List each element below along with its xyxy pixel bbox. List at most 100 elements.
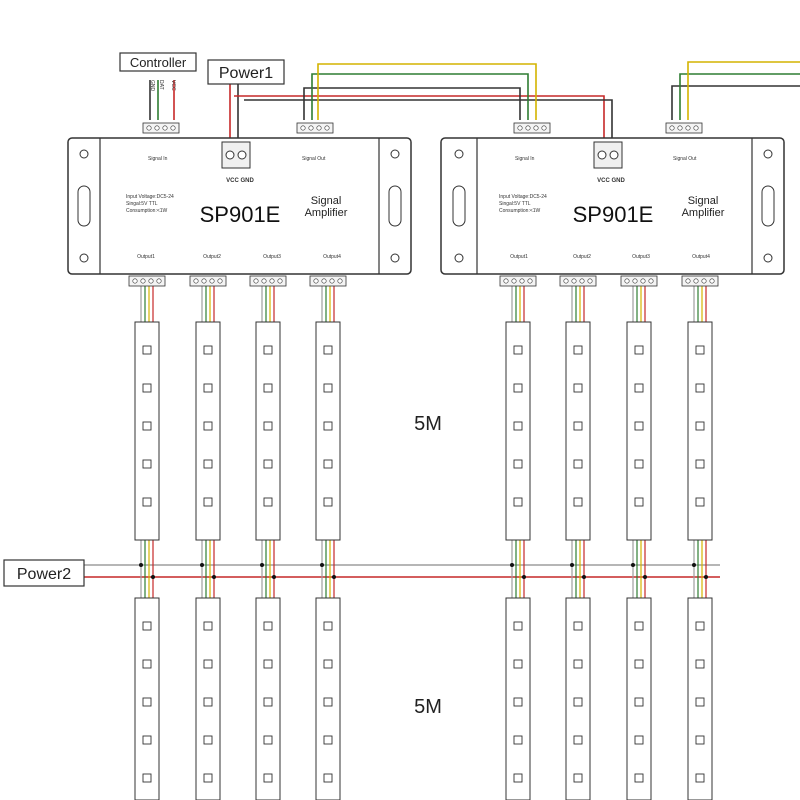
mount-slot <box>388 185 402 227</box>
output-4-label: Output4 <box>692 254 710 260</box>
connector-screw <box>640 278 646 284</box>
connector-screw <box>324 125 330 131</box>
led-chip <box>263 345 273 355</box>
led-chip <box>634 659 644 669</box>
connector-screw <box>677 125 683 131</box>
connector-screw <box>148 278 154 284</box>
spec-line-1: Input Voltage:DC5-24 <box>126 194 174 200</box>
led-chip <box>573 345 583 355</box>
connector-screw <box>146 125 152 131</box>
output-connector <box>620 275 658 287</box>
spec-line-2: Singal:5V TTL <box>126 201 158 207</box>
connector-screw <box>669 125 675 131</box>
junction-dot <box>260 563 264 567</box>
strip-body <box>505 321 531 541</box>
connector-screw <box>132 278 138 284</box>
connector-screw <box>329 278 335 284</box>
connector-screw <box>156 278 162 284</box>
led-strip <box>255 321 281 541</box>
junction-dot <box>320 563 324 567</box>
connector-screw <box>685 278 691 284</box>
led-chip <box>142 383 152 393</box>
connector-screw <box>154 125 160 131</box>
signal-in-label: Signal In <box>148 156 168 162</box>
controller-pin-dat: DAT <box>158 80 164 90</box>
connector-screw <box>321 278 327 284</box>
connector-screw <box>269 278 275 284</box>
led-chip <box>142 773 152 783</box>
led-chip <box>513 459 523 469</box>
strip-body <box>134 321 160 541</box>
led-chip <box>323 621 333 631</box>
led-chip <box>695 697 705 707</box>
model-label: SP901E <box>573 202 654 227</box>
signal-in-connector <box>513 122 551 134</box>
led-chip <box>695 621 705 631</box>
wire-out-aux <box>687 61 800 120</box>
led-strip <box>626 321 652 541</box>
output-connector <box>681 275 719 287</box>
led-chip <box>573 383 583 393</box>
led-chip <box>573 697 583 707</box>
strip-body <box>195 321 221 541</box>
junction-dot <box>522 575 526 579</box>
wire-signal-gnd <box>303 87 521 120</box>
terminal-screw <box>609 150 619 160</box>
led-strip <box>626 597 652 800</box>
led-chip <box>323 773 333 783</box>
connector-screw <box>313 278 319 284</box>
connector-screw <box>693 278 699 284</box>
power2-label: Power2 <box>17 566 71 583</box>
led-strip <box>134 597 160 800</box>
spec-line-3: Consumption:<1W <box>499 208 541 214</box>
strip-body <box>315 321 341 541</box>
junction-dot <box>212 575 216 579</box>
led-chip <box>263 621 273 631</box>
led-chip <box>203 659 213 669</box>
power-terminal <box>221 141 251 169</box>
controller-pin-vcc: VCC <box>170 80 176 91</box>
connector-screw <box>337 278 343 284</box>
led-strip <box>195 597 221 800</box>
connector-screw <box>261 278 267 284</box>
led-chip <box>323 659 333 669</box>
spec-line-3: Consumption:<1W <box>126 208 168 214</box>
output-connector <box>189 275 227 287</box>
junction-dot <box>643 575 647 579</box>
led-chip <box>323 459 333 469</box>
led-chip <box>323 421 333 431</box>
power-terminal <box>593 141 623 169</box>
output-4-label: Output4 <box>323 254 341 260</box>
led-chip <box>513 735 523 745</box>
connector-screw <box>563 278 569 284</box>
led-chip <box>573 735 583 745</box>
led-strip <box>505 597 531 800</box>
connector-screw <box>648 278 654 284</box>
connector-body <box>620 275 658 287</box>
connector-screw <box>579 278 585 284</box>
led-chip <box>323 383 333 393</box>
led-chip <box>573 497 583 507</box>
mount-slot <box>77 185 91 227</box>
led-chip <box>634 345 644 355</box>
led-chip <box>203 697 213 707</box>
mount-hole <box>454 149 464 159</box>
mount-hole <box>79 149 89 159</box>
strip-body <box>626 321 652 541</box>
signal-out-label: Signal Out <box>673 156 697 162</box>
led-chip <box>323 497 333 507</box>
led-chip <box>513 497 523 507</box>
led-chip <box>634 621 644 631</box>
connector-body <box>128 275 166 287</box>
output-2-label: Output2 <box>203 254 221 260</box>
terminal-screw <box>597 150 607 160</box>
led-strip <box>315 597 341 800</box>
led-chip <box>573 421 583 431</box>
connector-screw <box>193 278 199 284</box>
junction-dot <box>510 563 514 567</box>
strip-body <box>255 321 281 541</box>
strip-body <box>565 321 591 541</box>
connector-screw <box>316 125 322 131</box>
terminal-screw <box>225 150 235 160</box>
led-chip <box>263 383 273 393</box>
